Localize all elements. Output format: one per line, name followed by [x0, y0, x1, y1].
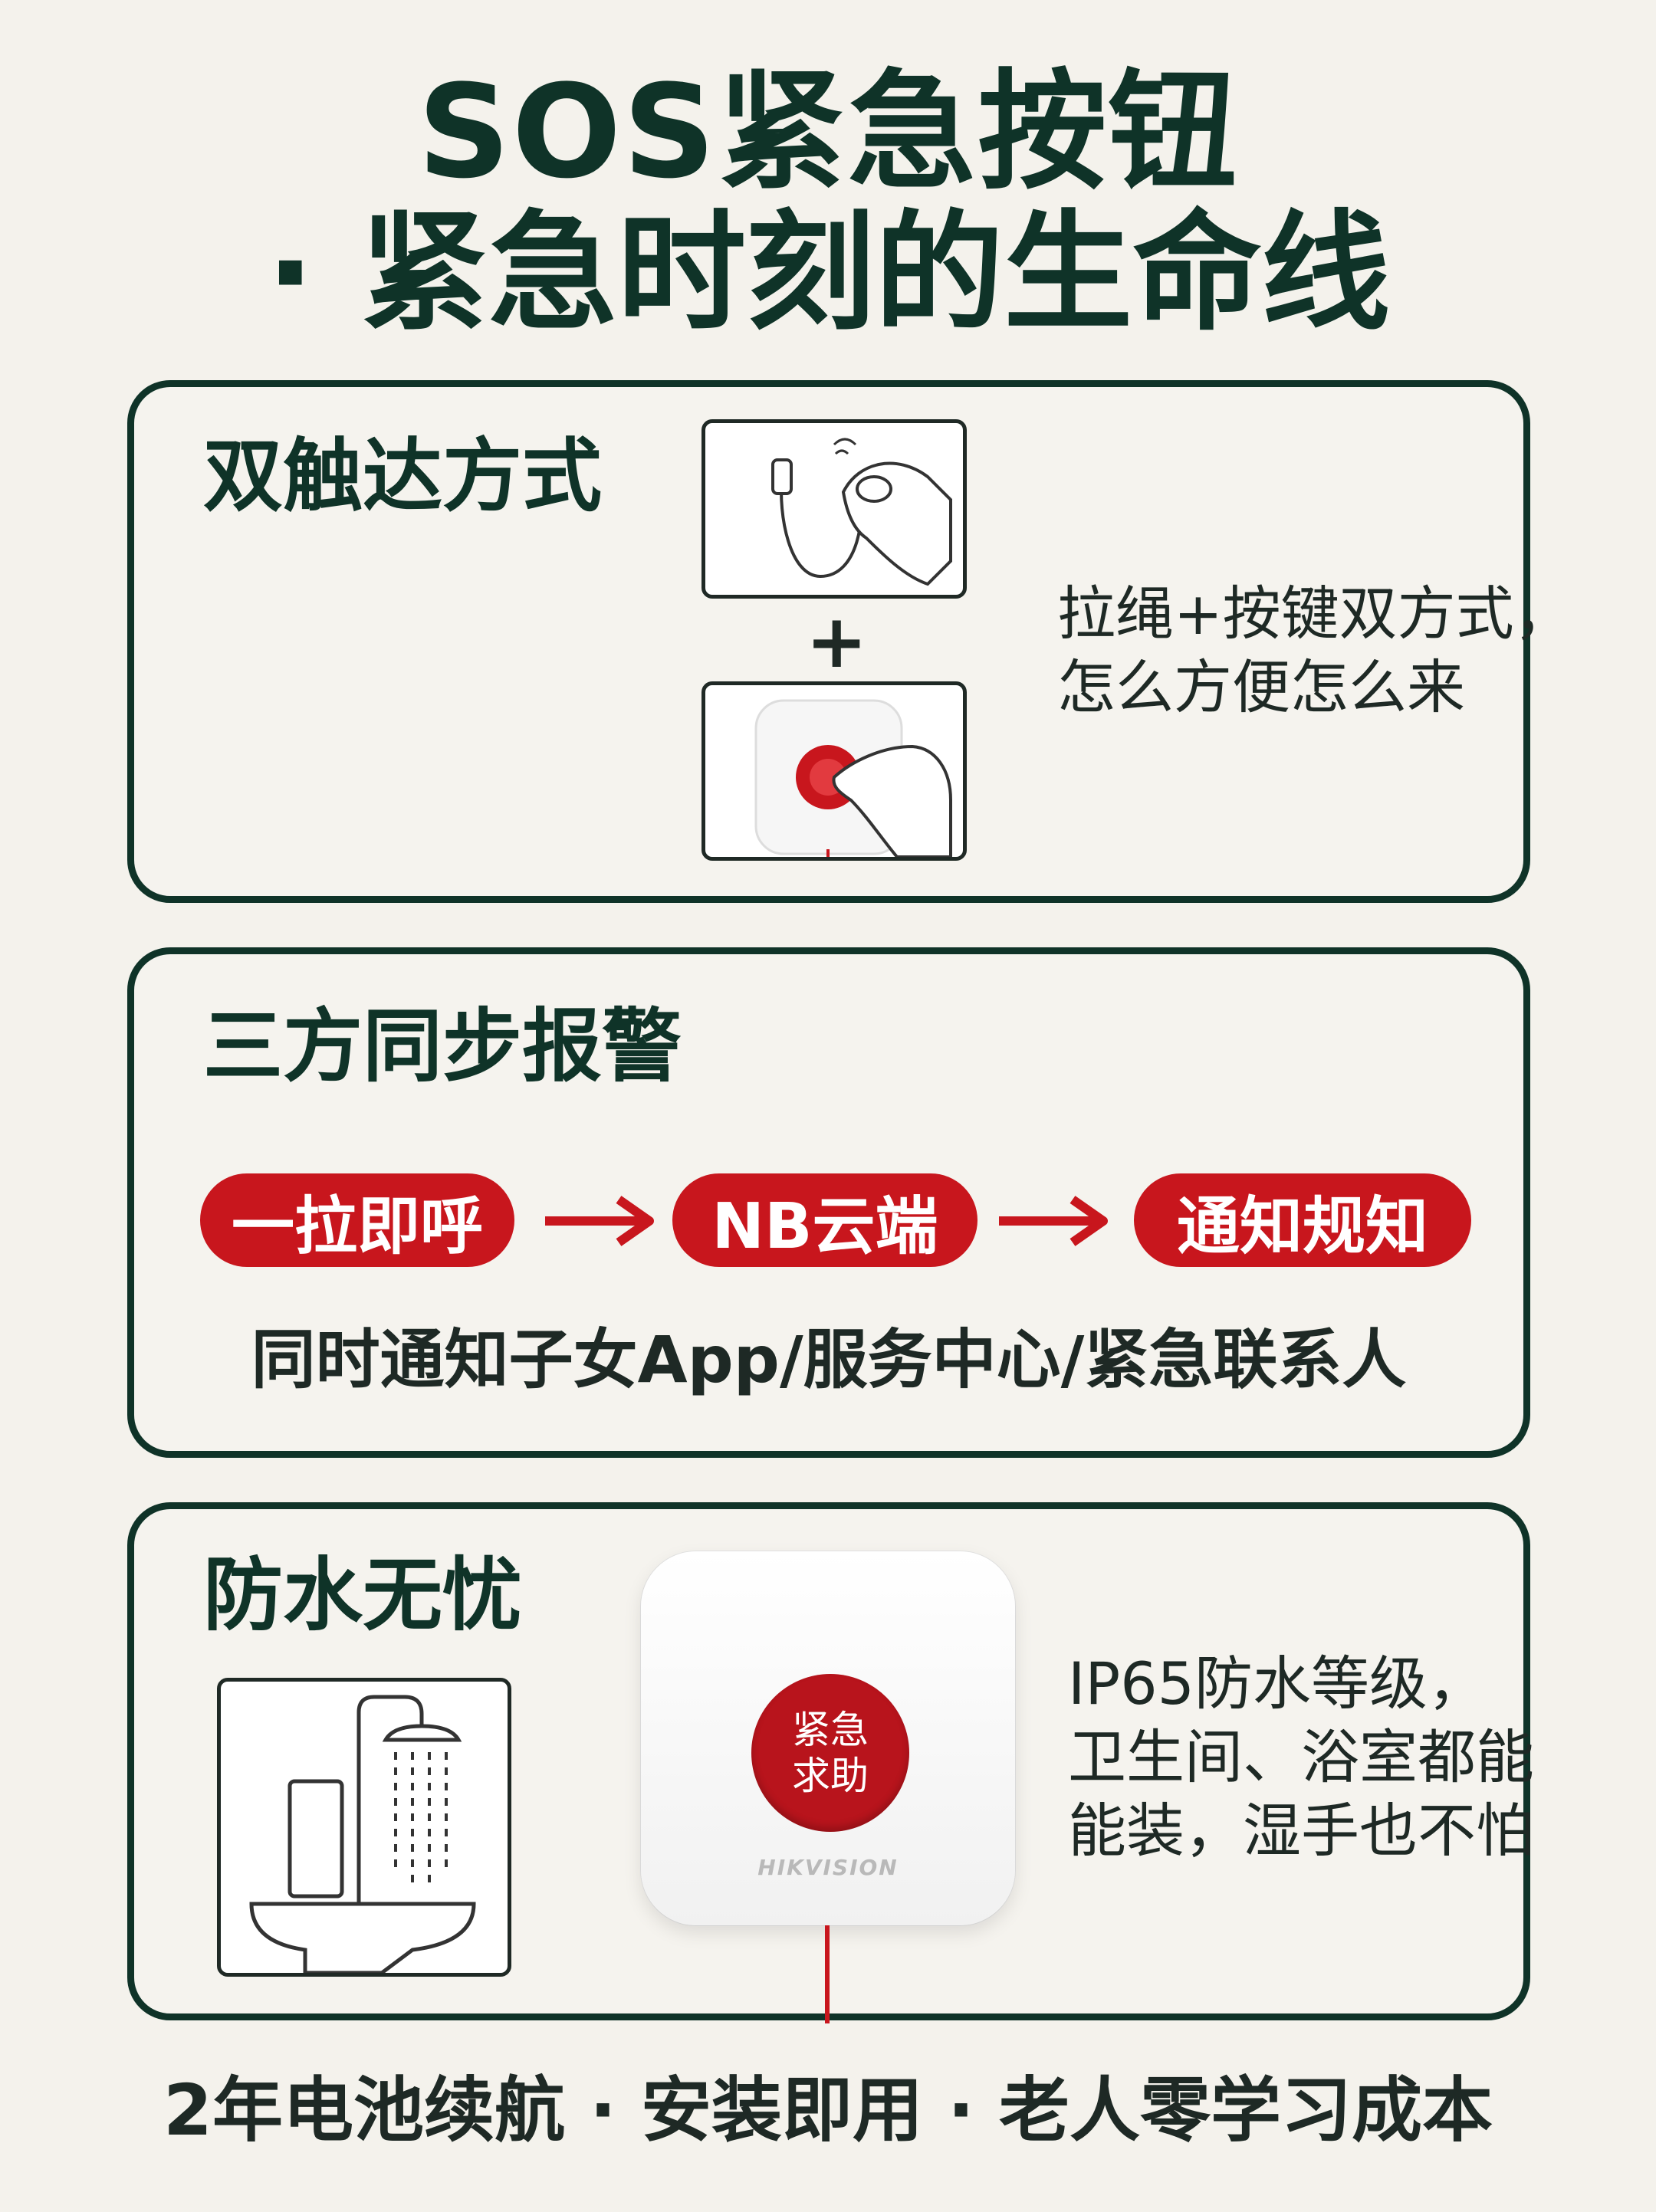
- emergency-button-label-line2: 求助: [792, 1754, 869, 1798]
- dual-trigger-desc-line2: 怎么方便怎么来: [1057, 653, 1465, 721]
- page-subtitle: · 紧急时刻的生命线: [265, 198, 1391, 348]
- shower-toilet-icon: [249, 1695, 476, 1973]
- step-pill-notify: 通知规知: [1134, 1173, 1471, 1267]
- pull-cord: [825, 1925, 830, 2023]
- arrow-right-icon: [545, 1196, 654, 1246]
- footer-features: 2年电池续航 · 安装即用 · 老人零学习成本: [163, 2069, 1493, 2151]
- bathroom-illustration: [217, 1678, 511, 1977]
- card-three-way-alarm: 三方同步报警 一拉即呼 NB云端 通知规知 同时通知子女App/服务中心/紧急联…: [127, 947, 1530, 1458]
- plus-sign: +: [806, 599, 868, 684]
- card-dual-trigger: 双触达方式 + 拉绳+按键双方式， 怎么方便怎么来: [127, 380, 1572, 903]
- arrow-right-icon: [999, 1196, 1108, 1246]
- three-way-alarm-desc: 同时通知子女App/服务中心/紧急联系人: [251, 1322, 1407, 1397]
- emergency-button-label-line1: 紧急: [792, 1708, 869, 1752]
- press-button-icon: [754, 699, 952, 857]
- card-title-dual-trigger: 双触达方式: [203, 429, 603, 523]
- pull-cord-icon: [771, 438, 952, 586]
- waterproof-desc-line3: 能装，湿手也不怕: [1068, 1797, 1534, 1865]
- emergency-button: 紧急 求助: [751, 1674, 909, 1832]
- card-title-waterproof: 防水无忧: [203, 1548, 523, 1642]
- dual-trigger-desc-line1: 拉绳+按键双方式，: [1057, 579, 1572, 648]
- waterproof-desc-line1: IP65防水等级，: [1068, 1649, 1486, 1718]
- sos-device-image: 紧急 求助 HIKVISION: [641, 1551, 1015, 1925]
- card-title-three-way-alarm: 三方同步报警: [203, 999, 682, 1093]
- step-pill-cloud: NB云端: [672, 1173, 978, 1267]
- brand-logo: HIKVISION: [757, 1855, 899, 1880]
- step-pill-pull: 一拉即呼: [200, 1173, 514, 1267]
- page-title: SOS紧急按钮: [417, 57, 1239, 207]
- waterproof-desc-line2: 卫生间、浴室都能: [1068, 1723, 1534, 1791]
- press-button-illustration: [702, 681, 967, 861]
- pull-cord-illustration: [702, 419, 967, 599]
